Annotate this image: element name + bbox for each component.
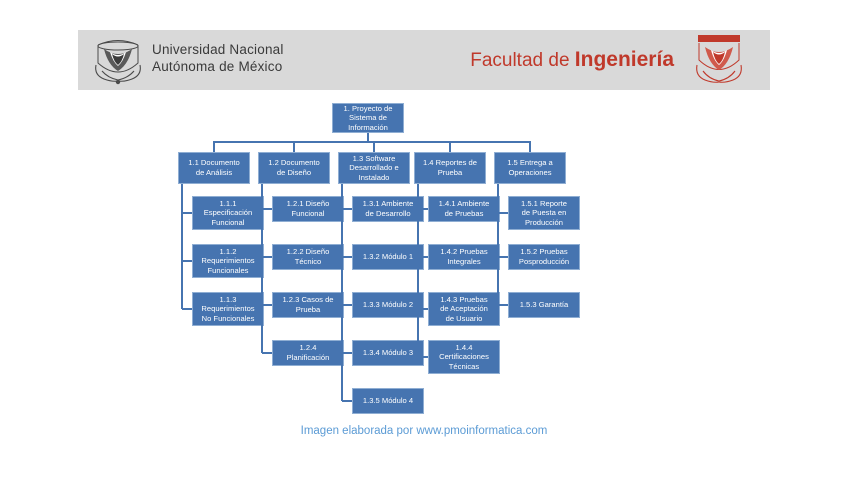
wbs-node-1-3-2[interactable]: 1.3.2 Módulo 1 (352, 244, 424, 270)
wbs-node-1-2-4[interactable]: 1.2.4 Planificación (272, 340, 344, 366)
wbs-node-1-4[interactable]: 1.4 Reportes de Prueba (414, 152, 486, 184)
wbs-node-1-2[interactable]: 1.2 Documento de Diseño (258, 152, 330, 184)
wbs-node-1-4-4[interactable]: 1.4.4 Certificaciones Técnicas (428, 340, 500, 374)
wbs-node-1-5[interactable]: 1.5 Entrega a Operaciones (494, 152, 566, 184)
wbs-node-1-3-4[interactable]: 1.3.4 Módulo 3 (352, 340, 424, 366)
wbs-node-1-3-3[interactable]: 1.3.3 Módulo 2 (352, 292, 424, 318)
wbs-node-1-5-3[interactable]: 1.5.3 Garantía (508, 292, 580, 318)
wbs-node-1-1-2[interactable]: 1.1.2 Requerimientos Funcionales (192, 244, 264, 278)
wbs-node-1-2-3[interactable]: 1.2.3 Casos de Prueba (272, 292, 344, 318)
wbs-node-1-2-2[interactable]: 1.2.2 Diseño Técnico (272, 244, 344, 270)
faculty-prefix: Facultad de (470, 50, 575, 71)
wbs-node-1-1-3[interactable]: 1.1.3 Requerimientos No Funcionales (192, 292, 264, 326)
facultad-ingenieria-seal-icon (696, 35, 742, 83)
faculty-name: Ingeniería (574, 48, 674, 71)
wbs-node-1-3-5[interactable]: 1.3.5 Módulo 4 (352, 388, 424, 414)
faculty-title: Facultad de Ingeniería (470, 48, 674, 72)
wbs-node-1-4-1[interactable]: 1.4.1 Ambiente de Pruebas (428, 196, 500, 222)
wbs-node-1-1-1[interactable]: 1.1.1 Especificación Funcional (192, 196, 264, 230)
university-line-1: Universidad Nacional (152, 42, 284, 57)
image-credit-caption: Imagen elaborada por www.pmoinformatica.… (300, 425, 548, 437)
wbs-node-1-1[interactable]: 1.1 Documento de Análisis (178, 152, 250, 184)
wbs-node-1-2-1[interactable]: 1.2.1 Diseño Funcional (272, 196, 344, 222)
wbs-node-root[interactable]: 1. Proyecto de Sistema de Información (332, 103, 404, 133)
wbs-node-1-3-1[interactable]: 1.3.1 Ambiente de Desarrollo (352, 196, 424, 222)
unam-shield-icon (95, 40, 141, 85)
wbs-node-1-3[interactable]: 1.3 Software Desarrollado e Instalado (338, 152, 410, 184)
wbs-node-1-5-2[interactable]: 1.5.2 Pruebas Posproducción (508, 244, 580, 270)
wbs-node-1-4-2[interactable]: 1.4.2 Pruebas Integrales (428, 244, 500, 270)
wbs-node-1-4-3[interactable]: 1.4.3 Pruebas de Aceptación de Usuario (428, 292, 500, 326)
wbs-node-1-5-1[interactable]: 1.5.1 Reporte de Puesta en Producción (508, 196, 580, 230)
university-line-2: Autónoma de México (152, 59, 283, 74)
